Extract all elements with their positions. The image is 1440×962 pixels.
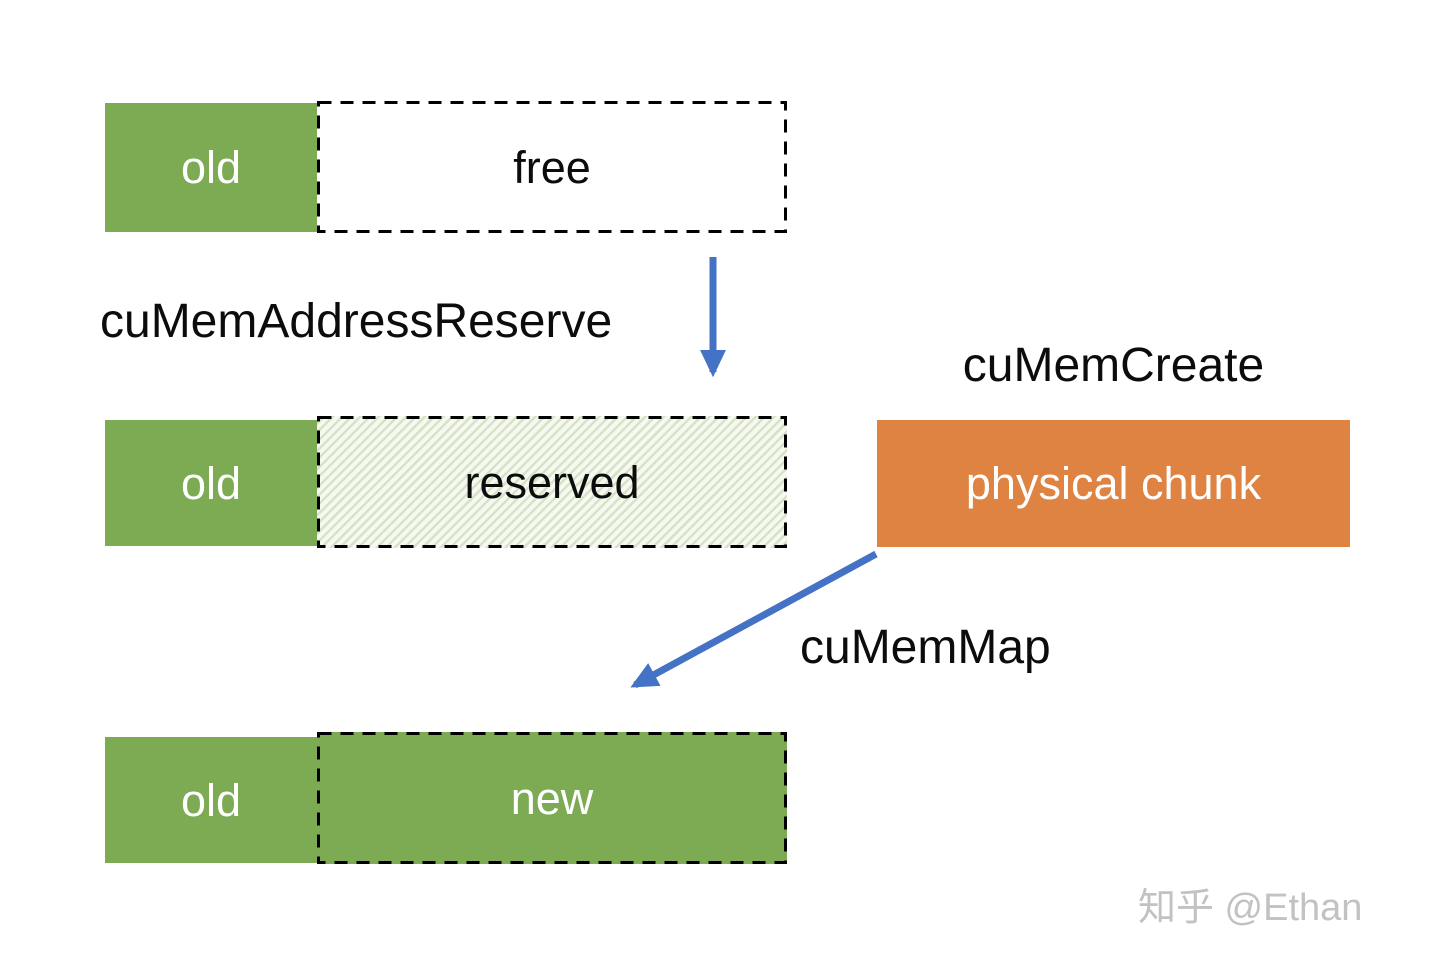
new-block-label: new bbox=[510, 772, 594, 824]
new-block: new bbox=[317, 732, 787, 864]
physical-chunk-label: physical chunk bbox=[965, 458, 1262, 509]
down-arrow-icon bbox=[700, 257, 726, 378]
reserved-block: reserved bbox=[317, 416, 787, 548]
free-block: free bbox=[317, 101, 787, 233]
label-cumemcreate: cuMemCreate bbox=[962, 339, 1265, 392]
old-block-row2-label: old bbox=[180, 457, 242, 509]
old-block-row3: old bbox=[105, 737, 317, 863]
free-block-label: free bbox=[513, 141, 591, 193]
physical-chunk-block: physical chunk bbox=[877, 420, 1350, 547]
old-block-row2: old bbox=[105, 420, 317, 546]
label-cumemaddressreserve: cuMemAddressReserve bbox=[100, 295, 613, 348]
watermark: 知乎 @Ethan bbox=[1138, 887, 1363, 929]
reserved-block-label: reserved bbox=[464, 456, 640, 508]
label-cumemmap: cuMemMap bbox=[800, 621, 1051, 674]
old-block-row3-label: old bbox=[180, 774, 242, 826]
old-block-row1-label: old bbox=[180, 142, 242, 193]
old-block-row1: old bbox=[105, 103, 317, 232]
diagonal-arrow-icon bbox=[630, 550, 878, 689]
